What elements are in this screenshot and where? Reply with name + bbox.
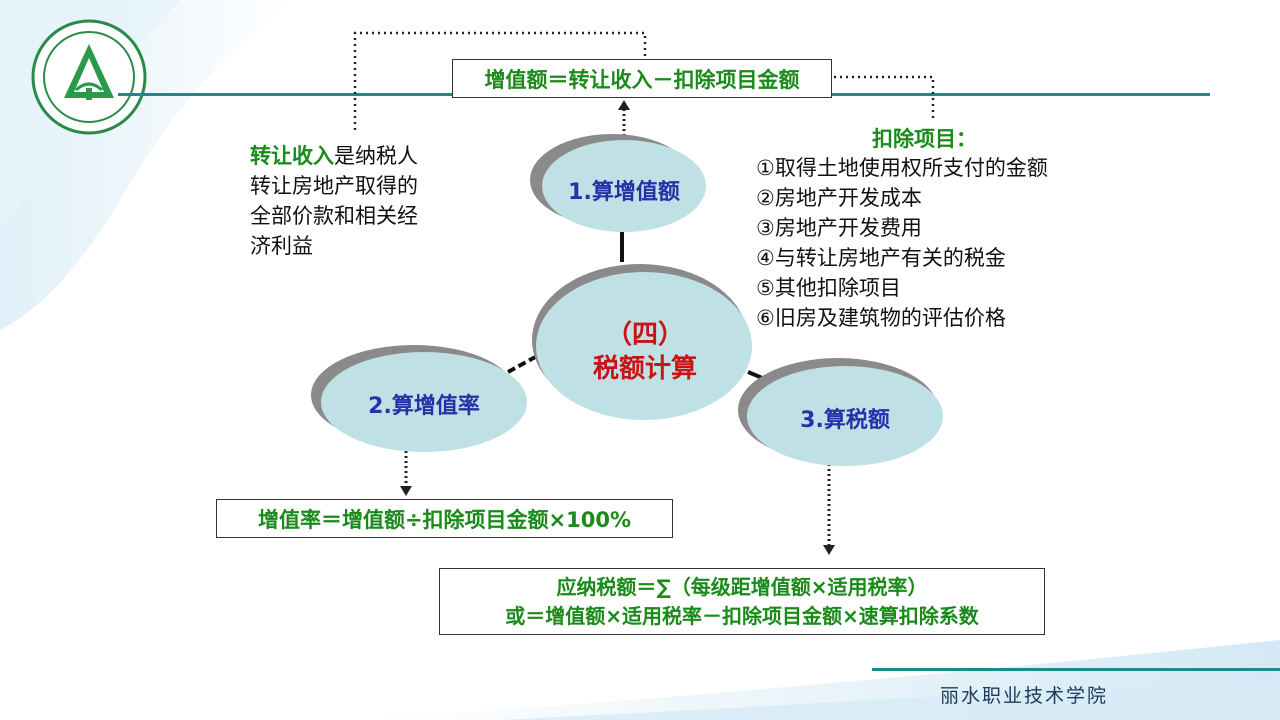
list-item: ②房地产开发成本: [756, 186, 922, 210]
center-ellipse: [532, 264, 752, 420]
center-label-line2: 税额计算: [592, 354, 697, 384]
tax-formula-line2: 或＝增值额×适用税率－扣除项目金额×速算扣除系数: [505, 603, 979, 628]
center-label-line1: （四）: [605, 320, 684, 350]
footer-rule: [872, 668, 1280, 671]
tax-formula-box: 应纳税额＝∑（每级距增值额×适用税率） 或＝增值额×适用税率－扣除项目金额×速算…: [439, 568, 1045, 635]
transfer-income-term: 转让收入: [250, 144, 334, 168]
deductions-list: ①取得土地使用权所支付的金额 ②房地产开发成本 ③房地产开发费用 ④与转让房地产…: [756, 153, 1048, 333]
list-item: ④与转让房地产有关的税金: [756, 246, 1006, 270]
center-node-label: （四） 税额计算: [540, 318, 750, 386]
list-item: ⑤其他扣除项目: [756, 276, 901, 300]
deductions-title: 扣除项目：: [872, 127, 977, 151]
value-added-formula-box: 增值额＝转让收入－扣除项目金额: [452, 59, 832, 98]
rate-formula-box: 增值率＝增值额÷扣除项目金额×100%: [216, 499, 673, 538]
transfer-income-explanation: 转让收入是纳税人 转让房地产取得的 全部价款和相关经 济利益: [250, 144, 418, 258]
step2-ellipse: [311, 345, 527, 452]
sigma-symbol: ∑: [656, 574, 671, 599]
step3-label: 3.算税额: [800, 408, 890, 433]
step3-ellipse: [738, 358, 943, 466]
dotted-connector-transfer: [353, 31, 647, 130]
value-added-formula: 增值额＝转让收入－扣除项目金额: [484, 67, 800, 92]
step1-label: 1.算增值额: [568, 180, 680, 205]
tax-formula-line1: 应纳税额＝∑（每级距增值额×适用税率）: [556, 574, 928, 599]
list-item: ③房地产开发费用: [756, 216, 922, 240]
rate-formula: 增值率＝增值额÷扣除项目金额×100%: [257, 507, 632, 532]
dotted-connector-deductions: [834, 75, 935, 120]
footer-school-name: 丽水职业技术学院: [940, 685, 1109, 707]
step2-label: 2.算增值率: [368, 394, 480, 419]
list-item: ①取得土地使用权所支付的金额: [756, 156, 1048, 180]
step1-ellipse: [530, 134, 706, 232]
college-logo: [31, 19, 147, 135]
list-item: ⑥旧房及建筑物的评估价格: [756, 306, 1006, 330]
